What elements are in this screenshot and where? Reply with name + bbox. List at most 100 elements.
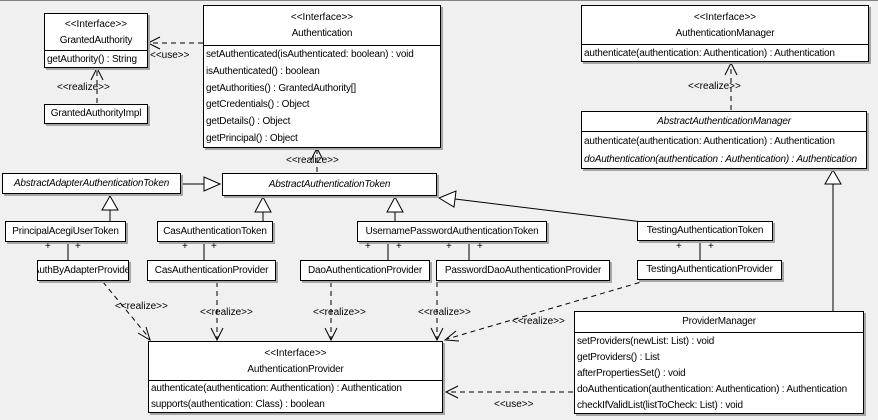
association-end-plus-label: + [446,241,452,252]
class-name: AuthenticationProvider [247,363,344,375]
class-abstract-adapter-authentication-token[interactable]: AbstractAdapterAuthenticationToken [2,173,181,194]
generalization-arrowhead-icon [386,195,404,213]
class-name: AuthenticationManager [675,27,775,39]
realize-testing-provider-label: <<realize>> [512,316,565,327]
class-authentication-provider[interactable]: <<Interface>>AuthenticationProvider authe… [148,341,443,413]
class-name: Authentication [291,28,353,39]
association-end-plus-label: + [211,241,217,252]
class-provider-manager[interactable]: ProviderManager setProviders(newList: Lis… [574,311,864,414]
class-title-compartment: <<Interface>>AuthenticationProvider [149,342,442,381]
method-row: setProviders(newList: List) : void [577,335,715,347]
class-title-compartment: GrantedAuthorityImpl [45,105,147,123]
class-name: AbstractAdapterAuthenticationToken [13,177,170,189]
class-name: TestingAuthenticationToken [646,225,764,236]
class-name: AbstractAuthenticationManager [657,115,791,127]
open-arrowhead-icon [210,327,224,342]
class-abstract-authentication-manager[interactable]: AbstractAuthenticationManager authenticat… [581,111,867,169]
class-title-compartment: <<Interface>> AuthenticationManager [582,6,868,45]
class-title-compartment: PasswordDaoAuthenticationProvider [437,261,609,280]
association-end-plus-label: + [45,241,51,252]
method-row: authenticate(authentication: Authenticat… [584,47,835,59]
method-row: getAuthorities() : GrantedAuthority[] [206,82,356,94]
class-methods-compartment: setAuthenticated(isAuthenticated: boolea… [204,46,440,147]
open-arrowhead-icon [310,146,324,161]
method-row: getCredentials() : Object [206,99,310,111]
class-name: AbstractAuthenticationToken [268,178,391,190]
method-row: doAuthentication(authentication: Authent… [577,383,847,395]
generalization-arrowhead-icon [203,176,222,192]
association-end-plus-label: + [75,241,81,252]
use-top-label: <<use>> [150,50,190,61]
class-name: DaoAuthenticationProvider [308,264,422,276]
association-end-plus-label: + [365,241,371,252]
use-bottom-label: <<use>> [494,399,534,410]
generalization-arrowhead-icon [437,190,457,208]
class-title-compartment: CasAuthenticationProvider [148,261,275,280]
class-title-compartment: AbstractAuthenticationToken [223,174,436,195]
method-row: authenticate(authentication: Authenticat… [151,383,402,395]
association-end-plus-label: + [396,241,402,252]
edge-realize-testingauthenticationprovider-authenticationprovider [446,279,649,340]
edge-generalization-testingauthenticationtoken-abstractauthenticationtoken [454,198,644,223]
class-authentication[interactable]: <<Interface>> Authentication setAuthentica… [203,5,441,148]
stereotype-label: <<Interface>> [693,11,757,23]
class-granted-authority[interactable]: <<Interface>> GrantedAuthority getAuthorit… [44,13,148,68]
class-name: PrincipalAcegiUserToken [12,225,119,237]
open-arrowhead-icon [90,66,104,81]
class-granted-authority-impl[interactable]: GrantedAuthorityImpl [44,104,148,124]
class-dao-authentication-provider[interactable]: DaoAuthenticationProvider [300,260,430,281]
class-auth-by-adapter-provider[interactable]: AuthByAdapterProvider [37,260,129,281]
open-arrowhead-icon [137,326,151,342]
realize-granted-authority-label: <<realize>> [57,82,110,93]
class-name: TestingAuthenticationProvider [646,264,773,275]
stereotype-label: <<Interface>> [290,12,354,23]
class-password-dao-authentication-provider[interactable]: PasswordDaoAuthenticationProvider [436,260,610,281]
stereotype-label: <<Interface>> [64,18,128,30]
method-row: isAuthenticated() : boolean [206,65,320,77]
open-arrowhead-icon [146,36,161,50]
class-methods-compartment: authenticate(authentication: Authenticat… [149,381,442,412]
method-row: getPrincipal() : Object [206,133,298,145]
class-name: AuthByAdapterProvider [38,264,128,276]
class-name: CasAuthenticationProvider [154,264,269,276]
open-arrowhead-icon [724,61,738,76]
class-title-compartment: AuthByAdapterProvider [38,261,128,280]
class-title-compartment: <<Interface>> GrantedAuthority [45,14,147,51]
class-title-compartment: UsernamePasswordAuthenticationToken [358,222,546,241]
method-row: getProviders() : List [577,351,660,363]
class-title-compartment: PrincipalAcegiUserToken [6,222,125,241]
association-end-plus-label: + [676,241,682,252]
class-title-compartment: TestingAuthenticationToken [638,222,772,240]
class-name: ProviderManager [682,316,756,327]
class-methods-compartment: authenticate(authentication: Authenticat… [582,45,868,61]
class-name: GrantedAuthorityImpl [50,108,142,119]
class-methods-compartment: authenticate(authentication: Authenticat… [582,132,866,168]
class-testing-authentication-provider[interactable]: TestingAuthenticationProvider [637,260,782,280]
class-title-compartment: AbstractAuthenticationManager [582,112,866,132]
class-principal-acegi-user-token[interactable]: PrincipalAcegiUserToken [5,221,126,242]
generalization-arrowhead-icon [824,168,842,185]
method-row: getAuthority() : String [47,53,137,65]
realize-password-dao-provider-label: <<realize>> [418,307,471,318]
class-cas-authentication-token[interactable]: CasAuthenticationToken [157,221,273,242]
class-cas-authentication-provider[interactable]: CasAuthenticationProvider [147,260,276,281]
association-end-plus-label: + [708,241,714,252]
association-end-plus-label: + [182,241,188,252]
class-name: GrantedAuthority [59,34,133,46]
class-testing-authentication-token[interactable]: TestingAuthenticationToken [637,221,773,241]
method-row: afterPropertiesSet() : void [577,367,686,379]
realize-dao-provider-label: <<realize>> [313,307,366,318]
open-arrowhead-icon [324,327,338,342]
realize-authentication-token-label: <<realize>> [286,155,339,166]
class-title-compartment: TestingAuthenticationProvider [638,261,781,279]
method-row: doAuthentication(authentication : Authen… [584,153,857,165]
realize-auth-by-adapter-label: <<realize>> [115,301,168,312]
class-abstract-authentication-token[interactable]: AbstractAuthenticationToken [222,173,437,196]
class-name: PasswordDaoAuthenticationProvider [444,264,602,276]
class-username-password-authentication-token[interactable]: UsernamePasswordAuthenticationToken [357,221,547,242]
class-authentication-manager[interactable]: <<Interface>> AuthenticationManager authen… [581,5,869,62]
class-title-compartment: ProviderManager [575,312,863,333]
class-title-compartment: <<Interface>> Authentication [204,6,440,46]
